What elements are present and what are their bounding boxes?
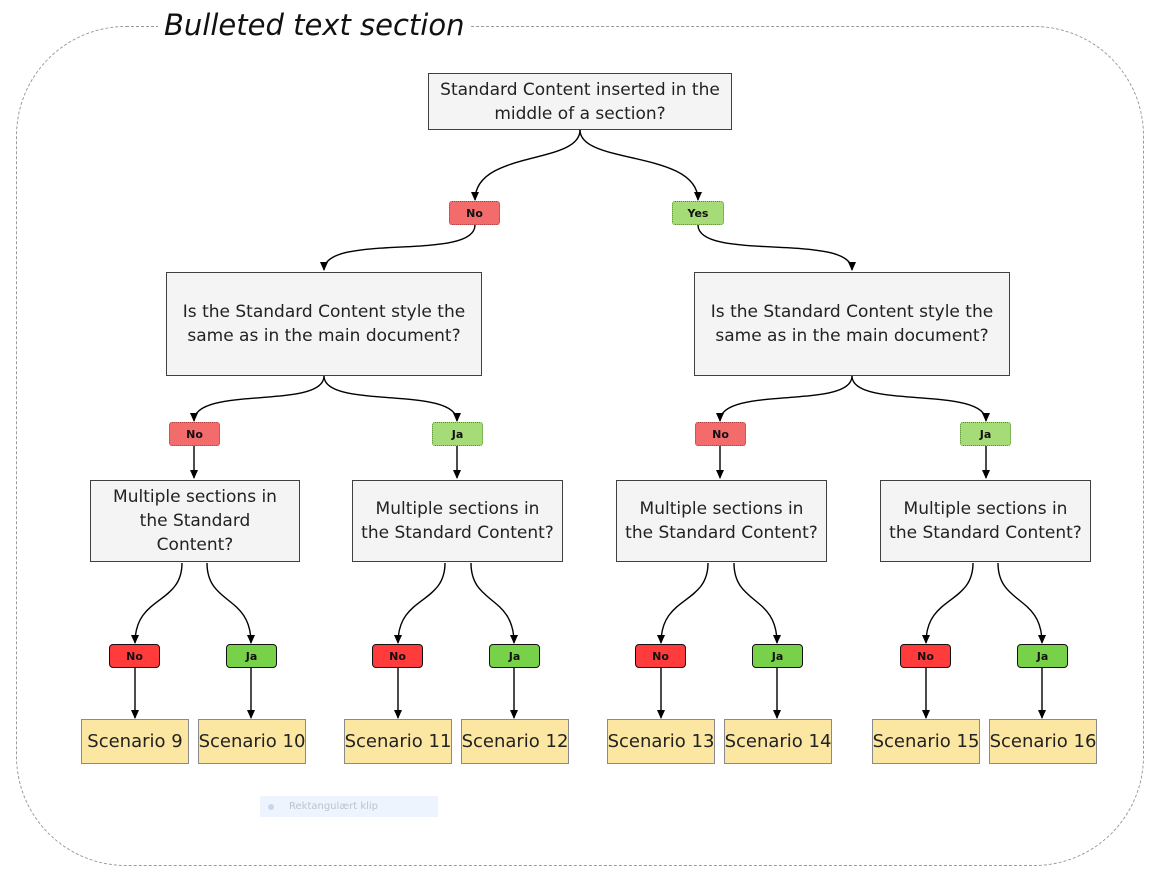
connector-sections-ja-1: [470, 562, 518, 644]
connector-root-no: [471, 129, 581, 201]
connector-yes-to-style-right: [697, 224, 856, 271]
edge-label-ja: Ja: [226, 644, 277, 668]
scenario-box: Scenario 16: [989, 719, 1097, 764]
scenario-box: Scenario 15: [872, 719, 980, 764]
connector-sections-ja-3: [997, 562, 1046, 644]
style-question-box-left: Is the Standard Content style the same a…: [166, 272, 482, 376]
edge-label-ja: Ja: [1017, 644, 1068, 668]
connector-style-right-ja: [851, 375, 990, 422]
scenario-box: Scenario 10: [198, 719, 306, 764]
edge-label-no: No: [635, 644, 686, 668]
connector-style-left-ja: [323, 375, 461, 422]
connector-root-yes: [579, 129, 702, 201]
edge-label-no: No: [900, 644, 951, 668]
connector-sections-no-1: [394, 562, 446, 644]
edge-label-no: No: [109, 644, 160, 668]
style-question-box-right: Is the Standard Content style the same a…: [694, 272, 1010, 376]
snip-overlay-label[interactable]: Rektangulært klip: [260, 796, 438, 817]
sections-question-box: Multiple sections in the Standard Conten…: [352, 480, 563, 562]
edge-label-no: No: [695, 422, 746, 446]
section-frame: [16, 26, 1144, 866]
clip-icon: [268, 803, 274, 810]
edge-label-yes: Yes: [672, 201, 724, 225]
connector-sections-no-0: [131, 562, 183, 644]
edge-label-ja: Ja: [432, 422, 483, 446]
edge-label-no: No: [449, 201, 500, 225]
connector-sections-ja-0: [206, 562, 255, 644]
connector-sections-no-3: [922, 562, 974, 644]
section-title: Bulleted text section: [158, 6, 471, 44]
sections-question-box: Multiple sections in the Standard Conten…: [616, 480, 827, 562]
connector-style-left-no: [190, 375, 325, 422]
edge-label-no: No: [372, 644, 423, 668]
scenario-box: Scenario 14: [724, 719, 832, 764]
scenario-box: Scenario 9: [81, 719, 189, 764]
sections-question-box: Multiple sections in the Standard Conten…: [90, 480, 300, 562]
scenario-box: Scenario 12: [461, 719, 569, 764]
sections-question-box: Multiple sections in the Standard Conten…: [880, 480, 1091, 562]
edge-label-no: No: [169, 422, 220, 446]
root-question-box: Standard Content inserted in the middle …: [428, 73, 732, 130]
edge-label-ja: Ja: [960, 422, 1011, 446]
scenario-box: Scenario 13: [607, 719, 715, 764]
connector-sections-no-2: [657, 562, 709, 644]
scenario-box: Scenario 11: [344, 719, 452, 764]
clip-label: Rektangulært klip: [289, 801, 379, 812]
edge-label-ja: Ja: [752, 644, 803, 668]
edge-label-ja: Ja: [489, 644, 540, 668]
connector-no-to-style-left: [320, 224, 476, 271]
connector-sections-ja-2: [733, 562, 781, 644]
connector-style-right-no: [716, 375, 853, 422]
